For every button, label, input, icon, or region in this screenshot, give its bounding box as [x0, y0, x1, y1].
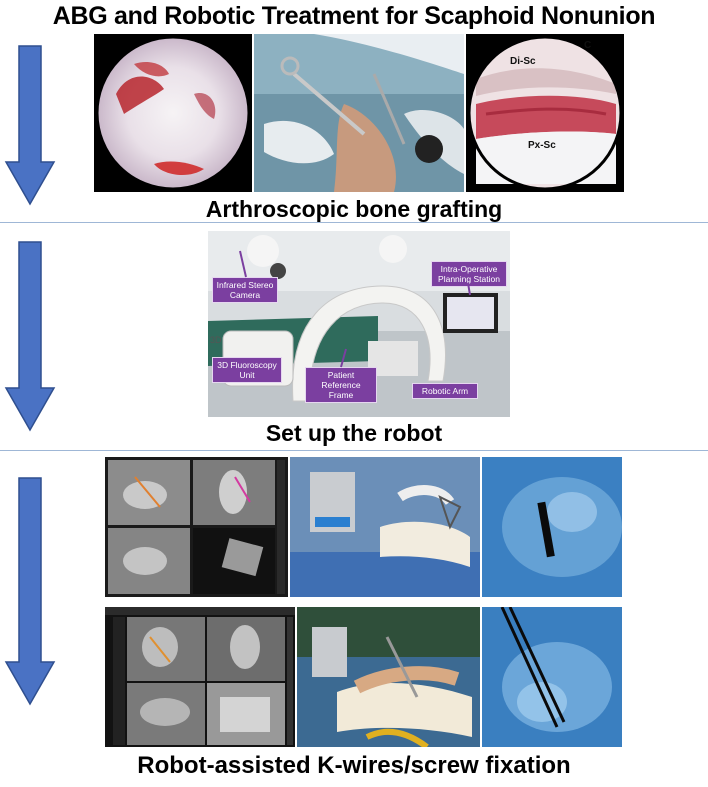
- label-di-sc: Di-Sc: [510, 56, 536, 67]
- caption-robot-assisted-fixation: Robot-assisted K-wires/screw fixation: [137, 752, 571, 779]
- section-divider: [0, 222, 708, 223]
- caption-arthroscopic-bone-grafting: Arthroscopic bone grafting: [205, 196, 503, 222]
- label-px-sc: Px-Sc: [528, 140, 556, 151]
- fluoroscopy-image-2: [482, 607, 622, 747]
- figure-title: ABG and Robotic Treatment for Scaphoid N…: [52, 2, 656, 30]
- planning-software-screen-1: [105, 457, 288, 597]
- robot-guided-drilling-photo: [297, 607, 480, 747]
- caption-set-up-the-robot: Set up the robot: [265, 420, 443, 446]
- tag-robotic-arm: Robotic Arm: [412, 383, 478, 399]
- down-arrow-icon: [4, 44, 56, 206]
- section-divider: [0, 450, 708, 451]
- label-3d-marker: 3D: [210, 335, 222, 345]
- arthroscopy-image-left: [94, 34, 252, 192]
- arthroscopy-image-right: C Di-Sc Px-Sc: [466, 34, 624, 192]
- tag-3d-fluoroscopy-unit: 3D Fluoroscopy Unit: [212, 357, 282, 383]
- callout-arrows: [239, 250, 471, 368]
- tag-infrared-stereo-camera: Infrared Stereo Camera: [212, 277, 278, 303]
- down-arrow-icon: [4, 476, 56, 706]
- fluoroscopy-image-1: [482, 457, 622, 597]
- surgery-photo-instruments: [254, 34, 464, 192]
- planning-software-screen-2: [105, 607, 295, 747]
- down-arrow-icon: [4, 240, 56, 432]
- label-c: C: [584, 40, 592, 51]
- robot-setup-photo: 3D Infrared Stereo Camera Intra-Operativ…: [208, 231, 510, 417]
- robot-arm-hand-photo: [290, 457, 480, 597]
- tag-patient-reference-frame: Patient Reference Frame: [305, 367, 377, 403]
